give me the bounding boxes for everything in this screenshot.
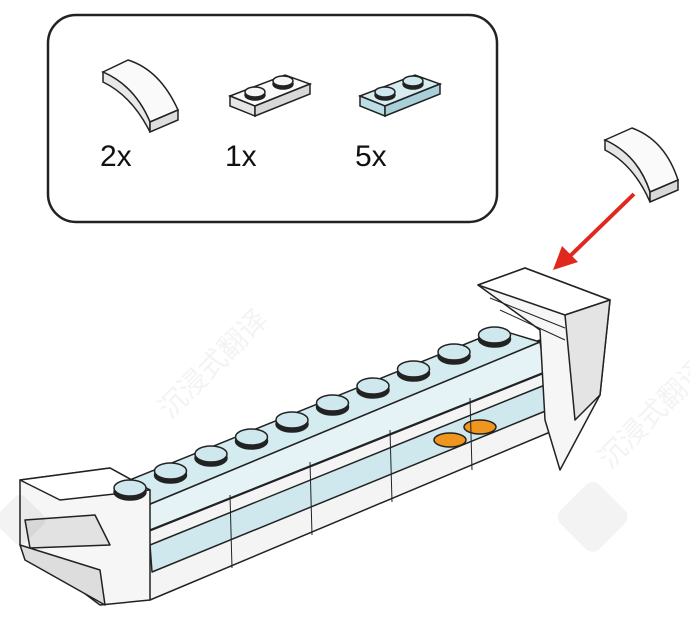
stud-top [234, 428, 269, 446]
stud-top [396, 360, 431, 378]
svg-text:沉浸式翻译: 沉浸式翻译 [592, 353, 690, 474]
stud-top [153, 462, 188, 480]
qty-label-plate-white: 1x [225, 140, 257, 173]
stud-top [356, 377, 390, 395]
plate-part-trans-blue [357, 74, 443, 118]
model-assembly [19, 267, 611, 606]
stud-top [315, 394, 350, 412]
stud-top [477, 326, 512, 344]
placement-arrow [553, 192, 636, 270]
new-curved-slope-part [603, 127, 679, 204]
stud-top [194, 445, 228, 463]
curved-slope-part [101, 59, 179, 134]
parts-callout-box [46, 13, 499, 224]
svg-text:沉浸式翻译: 沉浸式翻译 [152, 303, 273, 424]
qty-label-curved-slope: 2x [100, 140, 132, 173]
stud-top [113, 479, 147, 497]
studs [113, 326, 512, 501]
qty-label-plate-trans: 5x [355, 140, 387, 173]
plate-part-white [227, 74, 313, 118]
stud-top [437, 343, 471, 361]
stud-top [275, 411, 309, 429]
